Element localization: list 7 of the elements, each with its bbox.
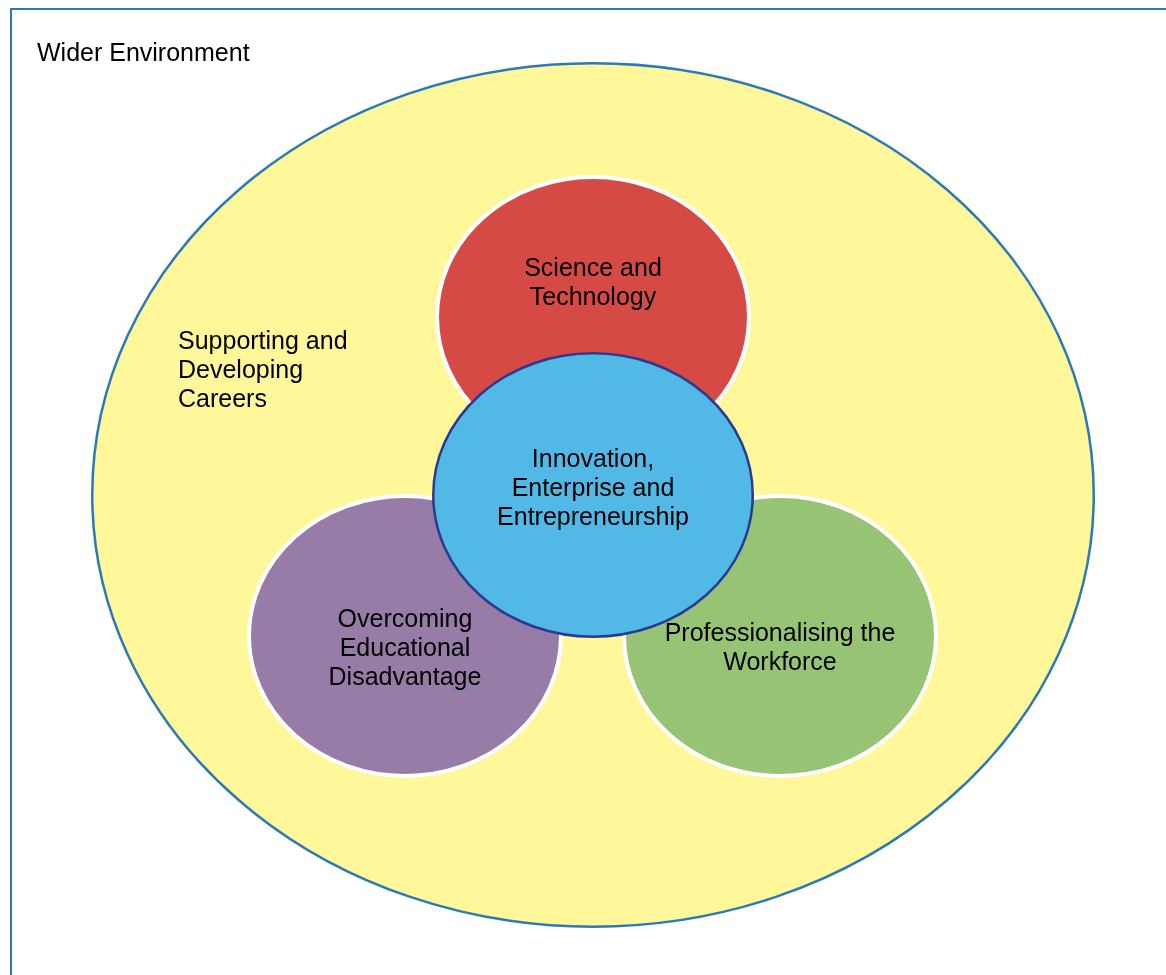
frame-border [10,8,1166,975]
ellipse-label: Innovation, Enterprise and Entrepreneurship [496,444,690,531]
ellipse-label: Science and Technology [523,253,663,311]
frame-title: Wider Environment [37,38,251,67]
ellipse-label: Professionalising the Workforce [663,618,897,676]
ellipse-label: Overcoming Educational Disadvantage [327,604,483,691]
ellipse-label: Supporting and Developing Careers [178,326,349,413]
